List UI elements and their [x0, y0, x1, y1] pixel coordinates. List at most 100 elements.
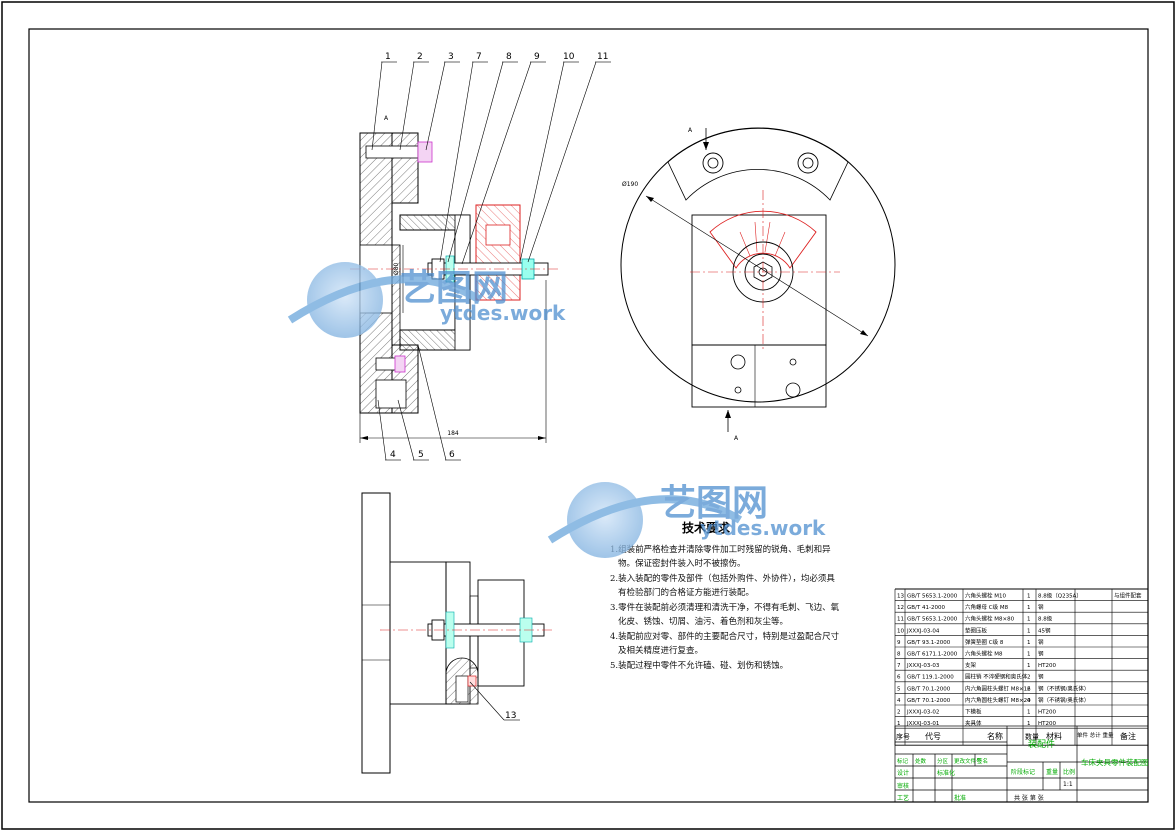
- bom-header-weight: 单件 总计 重量: [1077, 731, 1114, 739]
- bom-row-4-index: 4: [897, 698, 901, 704]
- title-design: 设计: [897, 769, 909, 777]
- bom-row-10-index: 10: [897, 628, 904, 634]
- bom-row-8-qty: 1: [1027, 652, 1031, 658]
- bom-header-qty: 数量: [1025, 732, 1039, 741]
- bom-row-11-code: GB/T 5653.1-2000: [907, 617, 958, 623]
- watermark-1: 艺图网 ytdes.work: [287, 262, 566, 338]
- balloon-3: 3: [448, 52, 454, 62]
- bom-row-12-code: GB/T 41-2000: [907, 605, 945, 611]
- bom-row-2-name: 下模板: [965, 708, 982, 716]
- bom-row-9-qty: 1: [1027, 640, 1031, 646]
- front-section-view: 184 Ø80 A: [350, 115, 560, 443]
- title-stage: 阶段标记: [1011, 768, 1035, 776]
- title-rev-sign: 签名: [977, 757, 988, 765]
- bom-row-2-material: HT200: [1038, 710, 1056, 716]
- bom-row-4-qty: 4: [1027, 698, 1031, 704]
- tech-line-7: 4.装配前应对零、部件的主要配合尺寸，特别是过盈配合尺寸: [610, 631, 840, 642]
- bom-row-1-index: 1: [897, 721, 901, 727]
- balloon-5: 5: [418, 450, 424, 460]
- side-view-circle: Ø190 A A: [620, 127, 896, 442]
- tech-line-6: 化皮、锈蚀、切屑、油污、着色剂和灰尘等。: [618, 616, 788, 627]
- title-part-name: 装配件: [1028, 738, 1055, 750]
- bom-row-1-qty: 1: [1027, 721, 1031, 727]
- title-rev-count: 处数: [915, 757, 927, 765]
- balloon-8: 8: [506, 52, 512, 62]
- tech-line-1: 1.组装前严格检查并清除零件加工时残留的锐角、毛刺和异: [610, 544, 831, 555]
- bom-header-code: 代号: [925, 731, 941, 741]
- bom-row-7-qty: 1: [1027, 663, 1031, 669]
- bom-row-5-material: 钢（不锈钢/奥氏体）: [1038, 684, 1089, 692]
- bom-row-8-index: 8: [897, 652, 901, 658]
- bom-row-11-qty: 1: [1027, 617, 1031, 623]
- bom-row-5-index: 5: [897, 686, 901, 692]
- bom-row-1-name: 夹具体: [965, 719, 982, 727]
- bom-row-8-name: 六角头螺栓 M8: [965, 650, 1003, 658]
- balloon-10: 10: [563, 52, 575, 62]
- dim-face: Ø190: [622, 181, 638, 188]
- bom-row-6-code: GB/T 119.1-2000: [907, 675, 954, 681]
- bom-row-13-material: 8.8级（Q235A）: [1038, 592, 1082, 600]
- bom-row-10-name: 垫圈压板: [965, 626, 988, 634]
- section-mark-left: A: [384, 115, 389, 122]
- title-rev-zone: 分区: [937, 757, 949, 765]
- balloon-6: 6: [449, 450, 455, 460]
- balloon-1: 1: [385, 52, 391, 62]
- bom-row-11-index: 11: [897, 617, 904, 623]
- inner-border: [28, 28, 1149, 803]
- bom-row-7-name: 支架: [965, 661, 977, 669]
- bom-row-8-code: GB/T 6171.1-2000: [907, 652, 958, 658]
- bom-row-9-index: 9: [897, 640, 901, 646]
- dim-bore: Ø80: [393, 262, 400, 275]
- technical-requirements: 技术要求 1.组装前严格检查并清除零件加工时残留的锐角、毛刺和异 物。保证密封件…: [610, 520, 840, 671]
- tech-line-5: 3.零件在装配前必须清理和清洗干净，不得有毛刺、飞边、氧: [610, 602, 840, 613]
- section-mark-top: A: [688, 127, 693, 134]
- bom-row-1-code: JXXXJ-03-01: [906, 721, 939, 727]
- balloons-bottom: 4 5 6: [390, 450, 455, 460]
- watermark-cn-2: 艺图网: [660, 483, 768, 524]
- dim-overall-width: 184: [447, 430, 459, 437]
- bom-row-2-qty: 1: [1027, 710, 1031, 716]
- bom-header-material: 材料: [1046, 731, 1062, 741]
- bom-row-5-name: 内六角圆柱头螺钉 M8×16: [965, 684, 1031, 692]
- bom-row-7-index: 7: [897, 663, 901, 669]
- bom-row-10-qty: 1: [1027, 628, 1031, 634]
- balloon-leaders-top: [371, 61, 611, 265]
- balloon-4: 4: [390, 450, 396, 460]
- title-process: 工艺: [897, 794, 909, 802]
- watermark-en-1: ytdes.work: [440, 301, 566, 325]
- balloon-9: 9: [534, 52, 540, 62]
- title-standard: 标准化: [937, 769, 955, 777]
- tech-line-8: 及相关精度进行复查。: [618, 645, 703, 656]
- bom-row-13-code: GB/T 5653.1-2000: [907, 594, 958, 600]
- bom-row-6-name: 圆柱销 不淬硬钢和奥氏体: [965, 673, 1028, 681]
- balloons-top: 1 2 3 7 8 9 10 11: [385, 52, 608, 62]
- bom-row-10-material: 45钢: [1038, 626, 1051, 634]
- title-rev-doc: 更改文件号: [954, 757, 982, 765]
- title-scale: 比例: [1063, 768, 1075, 776]
- balloon-13: 13: [505, 711, 516, 721]
- bom-row-13-name: 六角头螺栓 M10: [965, 592, 1006, 600]
- tech-line-4: 有检验部门的合格证方能进行装配。: [618, 587, 754, 598]
- bom-row-4-material: 钢（不锈钢/奥氏体）: [1038, 696, 1089, 704]
- watermark-en-2: ytdes.work: [700, 516, 826, 540]
- bom-row-1-material: HT200: [1038, 721, 1056, 727]
- title-scale-value: 1:1: [1063, 781, 1073, 788]
- balloon-2: 2: [417, 52, 423, 62]
- tech-line-2: 物。保证密封件装入时不被擦伤。: [618, 558, 746, 569]
- bom-row-9-code: GB/T 93.1-2000: [907, 640, 951, 646]
- lower-view: 13: [361, 492, 552, 774]
- bom-row-7-material: HT200: [1038, 663, 1056, 669]
- title-sheet: 共 张 第 张: [1014, 794, 1044, 802]
- bom-row-6-material: 钢: [1038, 673, 1044, 681]
- tech-title: 技术要求: [682, 520, 731, 535]
- bom-row-6-qty: 2: [1027, 675, 1031, 681]
- bom-row-13-note: 与组件配套: [1114, 592, 1142, 600]
- bom-row-12-name: 六角螺母 C级 M8: [965, 603, 1009, 611]
- bom-row-4-code: GB/T 70.1-2000: [907, 698, 951, 704]
- bom-row-5-qty: 2: [1027, 686, 1031, 692]
- title-block-text: 装配件 车床夹具零件装配图 阶段标记 重量 比例 1:1 共 张 第 张 标记 …: [897, 738, 1149, 802]
- bom-row-2-code: JXXXJ-03-02: [906, 710, 939, 716]
- title-weight: 重量: [1046, 768, 1058, 776]
